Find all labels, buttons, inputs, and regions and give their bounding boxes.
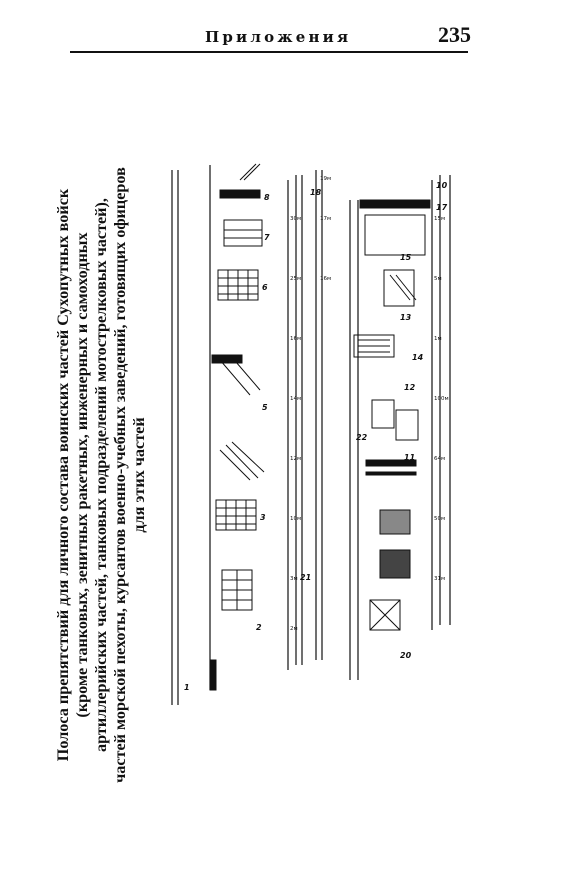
obstacle-course-drawing: 2 3 5 6 7 8 20 11 12 13 15 14 17 22 18 2…: [171, 163, 451, 705]
lower-obstacles: [353, 199, 431, 631]
caption-line-5: для этих частей: [130, 417, 148, 533]
label-7: 7: [264, 233, 270, 242]
distance-12: 100м: [434, 396, 449, 402]
label-22: 22: [356, 433, 368, 442]
caption-line-1: Полоса препятствий для личного состава в…: [54, 188, 72, 762]
distance-6: 16м: [290, 336, 301, 342]
distance-11: 64м: [434, 456, 445, 462]
obstacle-course-figure: 2 3 5 6 7 8 20 11 12 13 15 14 17 22 18 2…: [160, 160, 460, 720]
caption-line-2: (кроме танковых, зенитных ракетных, инже…: [73, 232, 91, 718]
distance-13: 1м: [434, 336, 442, 342]
upper-obstacles: [209, 163, 265, 691]
label-1: 1: [184, 683, 190, 692]
distance-8: 30м: [290, 216, 301, 222]
lane-lower: [349, 175, 451, 680]
label-5: 5: [262, 403, 268, 412]
label-13: 13: [400, 313, 412, 322]
distance-15: 15м: [434, 216, 445, 222]
header-rule: [70, 51, 468, 53]
distance-1: 2м: [290, 626, 298, 632]
distance-9: 31м: [434, 576, 445, 582]
label-18: 18: [310, 188, 322, 197]
distance-markers: 2м 3м 10м 12м 14м 16м 25м 30м 31м 50м 64…: [290, 176, 449, 632]
page-number: 235: [438, 22, 471, 47]
label-11: 11: [404, 453, 415, 462]
label-12: 12: [404, 383, 416, 392]
section-title: Приложения: [205, 28, 352, 46]
distance-17: 17м: [320, 216, 331, 222]
label-6: 6: [262, 283, 268, 292]
distance-10: 50м: [434, 516, 445, 522]
label-14: 14: [412, 353, 424, 362]
figure-labels: 2 3 5 6 7 8 20 11 12 13 15 14 17 22 18 2…: [184, 181, 448, 692]
caption-line-4: частей морской пехоты, курсантов военно-…: [111, 167, 129, 783]
distance-2: 3м: [290, 576, 298, 582]
page-header: Приложения 235: [0, 0, 564, 60]
distance-16: 16м: [320, 276, 331, 282]
distance-4: 12м: [290, 456, 301, 462]
label-10: 10: [436, 181, 448, 190]
distance-5: 14м: [290, 396, 301, 402]
label-21: 21: [300, 573, 311, 582]
label-8: 8: [264, 193, 270, 202]
distance-7: 25м: [290, 276, 301, 282]
caption-line-3: артиллерийских частей, танковых подразде…: [92, 198, 110, 752]
lane-upper: [171, 165, 323, 705]
label-15: 15: [400, 253, 412, 262]
distance-3: 10м: [290, 516, 301, 522]
label-20: 20: [400, 651, 412, 660]
distance-14: 5м: [434, 276, 442, 282]
label-17: 17: [436, 203, 448, 212]
label-3: 3: [260, 513, 266, 522]
distance-18: 19м: [320, 176, 331, 182]
label-2: 2: [256, 623, 262, 632]
